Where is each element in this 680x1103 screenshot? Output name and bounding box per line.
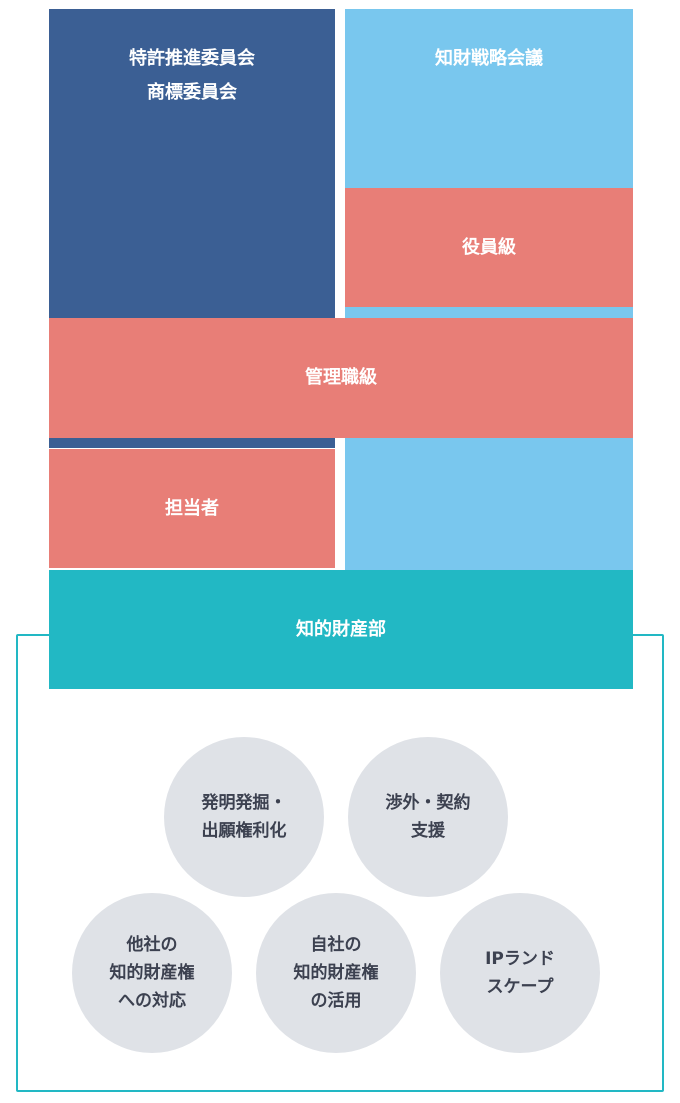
managers-label: 管理職級 bbox=[305, 367, 377, 388]
trademark-committee-label: 商標委員会 bbox=[147, 82, 237, 103]
ip-department-bar: 知的財産部 bbox=[49, 570, 633, 689]
service-line: 他社の bbox=[126, 935, 178, 955]
executives-level: 役員級 bbox=[345, 188, 633, 307]
service-circle-ip-landscape: IPランド スケープ bbox=[440, 893, 600, 1053]
service-line: 出願権利化 bbox=[201, 821, 287, 841]
ip-strategy-meeting-label: 知財戦略会議 bbox=[435, 48, 543, 69]
service-line: への対応 bbox=[118, 991, 186, 1011]
service-circle-negotiation: 渉外・契約 支援 bbox=[348, 737, 508, 897]
service-line: 自社の bbox=[310, 935, 362, 955]
staff-label: 担当者 bbox=[165, 497, 219, 519]
service-line: 知的財産権 bbox=[109, 963, 195, 983]
service-line: 支援 bbox=[411, 821, 445, 841]
service-line: 知的財産権 bbox=[293, 963, 379, 983]
managers-level: 管理職級 bbox=[49, 318, 633, 438]
service-circle-third-party-ip: 他社の 知的財産権 への対応 bbox=[72, 893, 232, 1053]
service-circle-own-ip: 自社の 知的財産権 の活用 bbox=[256, 893, 416, 1053]
service-line: IPランド bbox=[485, 949, 555, 969]
staff-level: 担当者 bbox=[49, 449, 335, 568]
service-line: 渉外・契約 bbox=[385, 793, 471, 813]
service-line: 発明発掘・ bbox=[201, 793, 287, 813]
executives-label: 役員級 bbox=[462, 236, 516, 258]
service-line: スケープ bbox=[486, 977, 554, 997]
ip-department-label: 知的財産部 bbox=[296, 618, 386, 640]
service-circle-invention: 発明発掘・ 出願権利化 bbox=[164, 737, 324, 897]
patent-committee-label: 特許推進委員会 bbox=[129, 48, 255, 69]
service-line: の活用 bbox=[310, 991, 362, 1011]
